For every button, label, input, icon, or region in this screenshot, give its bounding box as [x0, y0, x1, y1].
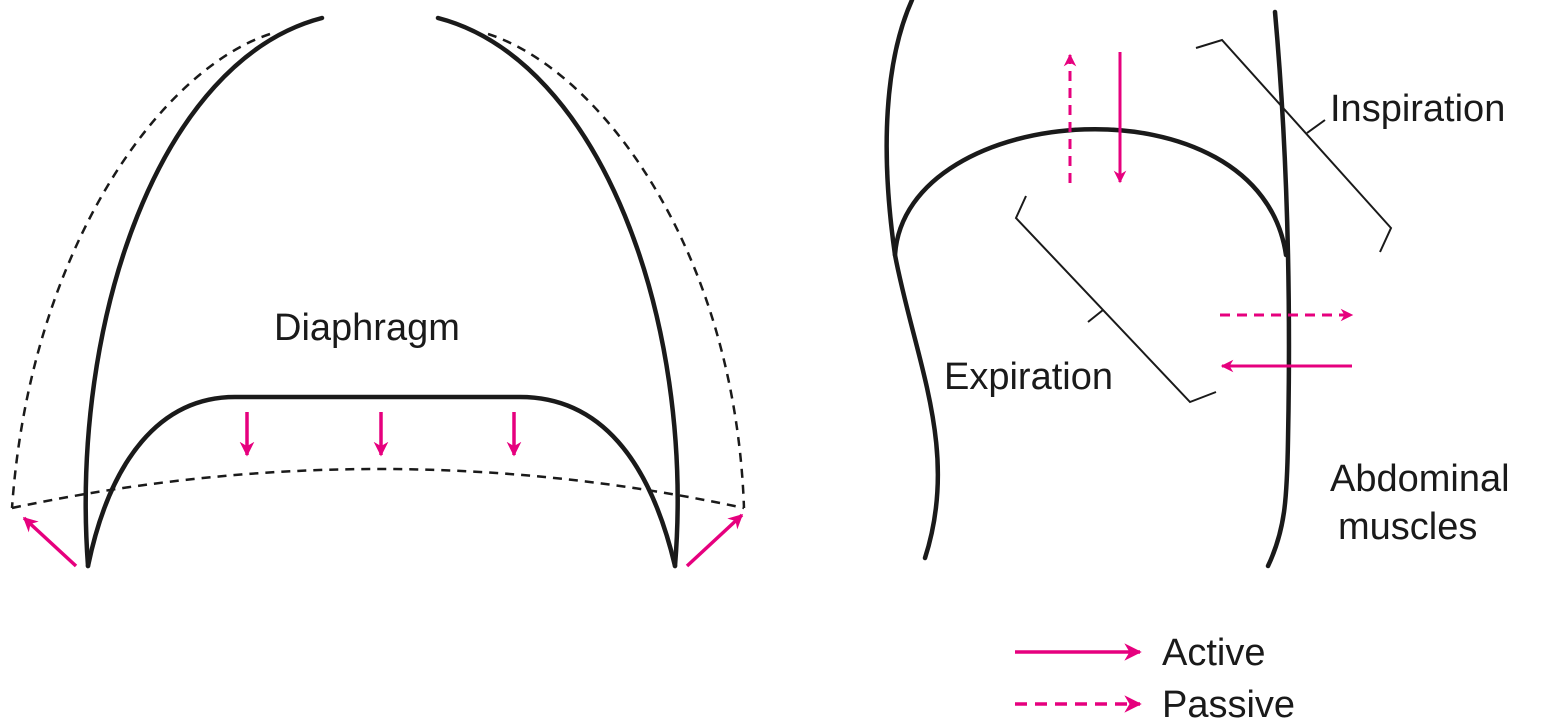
abdominal-muscles-label-line2: muscles [1338, 506, 1477, 548]
inspiration-bracket-tick [1306, 119, 1326, 134]
expiration-label: Expiration [944, 356, 1113, 398]
expanded-ribcage-outline-right [487, 32, 746, 509]
ribcage-outline-right [435, 15, 680, 569]
inspiration-label: Inspiration [1330, 88, 1505, 130]
rib-expansion-arrow-left [22, 516, 78, 568]
legend: Active Passive [1015, 632, 1295, 726]
expiration-bracket-tick [1087, 309, 1104, 323]
ribcage-diagram: Diaphragm [10, 15, 746, 569]
legend-passive-label: Passive [1162, 684, 1295, 726]
abdominal-muscles-label-line1: Abdominal [1330, 458, 1510, 500]
side-diaphragm-dome [892, 126, 1289, 258]
expanded-diaphragm-line [11, 467, 745, 510]
rib-expansion-arrow-right [685, 513, 744, 568]
diaphragm-dome [85, 394, 678, 569]
expanded-ribcage-outline-left [10, 32, 271, 509]
front-contour [1265, 9, 1292, 569]
back-contour [884, 0, 941, 561]
inspiration-bracket [1195, 38, 1393, 253]
ribcage-outline-left [83, 15, 325, 569]
diaphragm-label: Diaphragm [274, 307, 460, 349]
legend-active-label: Active [1162, 632, 1265, 674]
side-view-diagram: Inspiration Expiration Abdominal muscles [884, 0, 1510, 569]
